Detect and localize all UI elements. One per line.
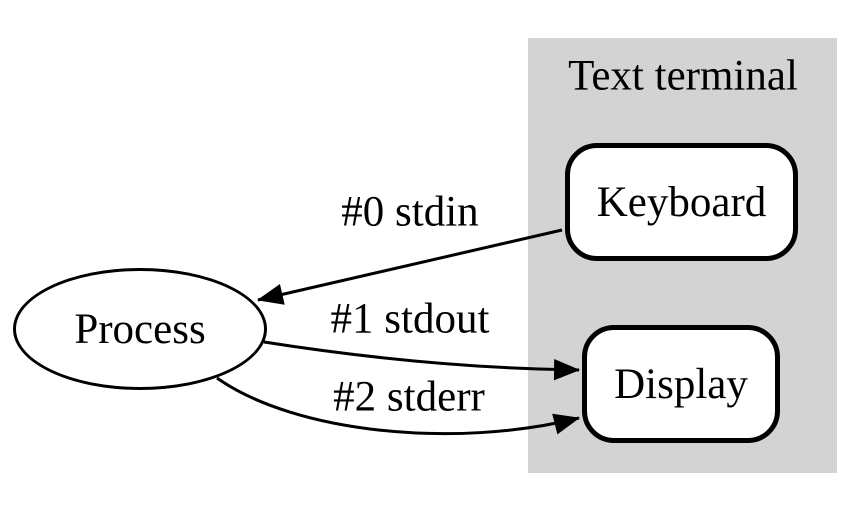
- node-keyboard: Keyboard: [565, 143, 798, 261]
- node-display-label: Display: [614, 360, 748, 408]
- stdout-edge: [263, 340, 581, 381]
- terminal-cluster-title: Text terminal: [568, 52, 798, 100]
- stderr-edge-label: #2 stderr: [333, 373, 485, 421]
- stdout-edge-label: #1 stdout: [330, 295, 490, 343]
- stdin-edge: [256, 228, 563, 305]
- stdin-edge-label: #0 stdin: [341, 188, 479, 236]
- node-keyboard-label: Keyboard: [596, 178, 767, 226]
- node-display: Display: [582, 325, 780, 443]
- node-process-label: Process: [74, 305, 206, 353]
- stderr-edge: [216, 376, 581, 436]
- node-process: Process: [13, 268, 267, 390]
